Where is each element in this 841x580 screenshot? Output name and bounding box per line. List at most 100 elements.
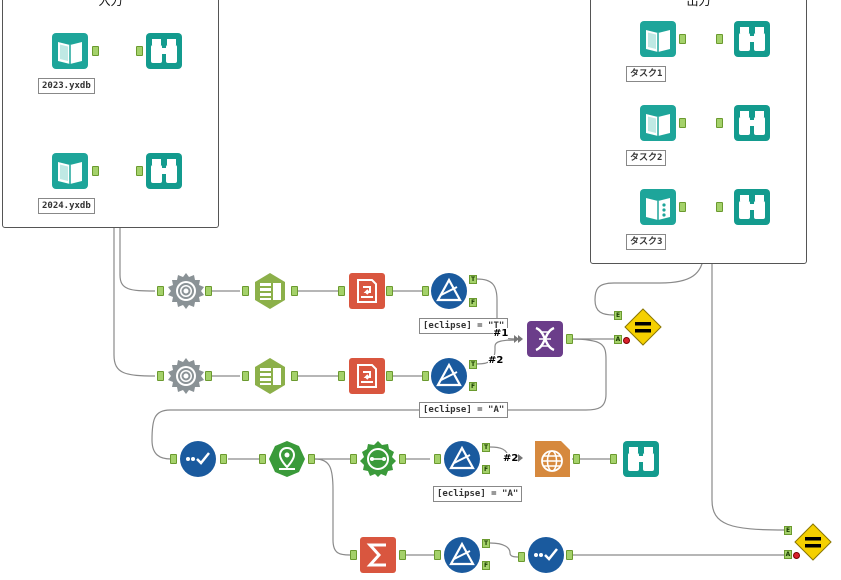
test-error-indicator: [793, 552, 800, 559]
browse-tool-task2[interactable]: [733, 104, 771, 142]
input-anchor[interactable]: [136, 166, 143, 176]
book-icon: [52, 33, 88, 69]
record-id-tool-2[interactable]: [167, 357, 205, 395]
browse-tool-2024[interactable]: [145, 152, 183, 190]
input-anchor[interactable]: [350, 454, 357, 464]
equals-diamond-icon: [624, 308, 662, 346]
browse-tool-report[interactable]: [622, 440, 660, 478]
input-anchor[interactable]: [136, 46, 143, 56]
browse-tool-task3[interactable]: [733, 188, 771, 226]
output-anchor[interactable]: [679, 118, 686, 128]
output-anchor[interactable]: [205, 371, 212, 381]
input-data-tool-task1[interactable]: [639, 20, 677, 58]
output-anchor[interactable]: [220, 454, 227, 464]
input-container-title: 入力: [98, 0, 123, 8]
text-to-columns-tool-2[interactable]: [348, 357, 386, 395]
output-anchor[interactable]: [92, 46, 99, 56]
true-anchor[interactable]: T: [482, 539, 490, 548]
input-anchor[interactable]: [259, 454, 266, 464]
input-data-tool-2023[interactable]: [51, 32, 89, 70]
filter-tool-4[interactable]: [443, 536, 481, 574]
filter-tool-1[interactable]: [430, 272, 468, 310]
output-anchor[interactable]: [205, 286, 212, 296]
distance-icon: [360, 441, 396, 477]
spatial-point-tool[interactable]: [268, 440, 306, 478]
input-container[interactable]: 入力: [2, 0, 219, 228]
select-tool-1[interactable]: [251, 272, 289, 310]
actual-anchor[interactable]: A: [614, 335, 622, 344]
output-anchor[interactable]: [291, 286, 298, 296]
input-data-tool-task2[interactable]: [639, 104, 677, 142]
input-anchor[interactable]: [350, 550, 357, 560]
test-error-indicator: [623, 337, 630, 344]
record-id-tool-1[interactable]: [167, 272, 205, 310]
false-anchor[interactable]: F: [469, 298, 477, 307]
actual-anchor[interactable]: A: [784, 550, 792, 559]
distance-tool[interactable]: [359, 440, 397, 478]
gear-swirl-icon: [168, 273, 204, 309]
true-anchor[interactable]: T: [482, 443, 490, 452]
sigma-icon: [360, 537, 396, 573]
select-tool-2[interactable]: [251, 357, 289, 395]
output-anchor[interactable]: [679, 202, 686, 212]
input-anchor[interactable]: [157, 286, 164, 296]
output-anchor[interactable]: [92, 166, 99, 176]
input-data-tool-2024[interactable]: [51, 152, 89, 190]
input-anchor[interactable]: [716, 202, 723, 212]
browse-tool-2023[interactable]: [145, 32, 183, 70]
input-anchor[interactable]: [422, 371, 429, 381]
false-anchor[interactable]: F: [469, 382, 477, 391]
input-anchor[interactable]: [242, 371, 249, 381]
input-anchor[interactable]: [434, 454, 441, 464]
output-container[interactable]: 出力: [590, 0, 807, 264]
list-select-icon: [255, 273, 285, 309]
binoculars-icon: [734, 21, 770, 57]
true-anchor[interactable]: T: [469, 275, 477, 284]
binoculars-icon: [623, 441, 659, 477]
input-anchor[interactable]: [434, 550, 441, 560]
true-anchor[interactable]: T: [469, 360, 477, 369]
input-anchor[interactable]: [157, 371, 164, 381]
input-anchor[interactable]: [242, 286, 249, 296]
input-anchor[interactable]: [610, 454, 617, 464]
text-to-columns-tool-1[interactable]: [348, 272, 386, 310]
output-anchor[interactable]: [291, 371, 298, 381]
filter-tool-2[interactable]: [430, 357, 468, 395]
false-anchor[interactable]: F: [482, 465, 490, 474]
output-anchor[interactable]: [573, 454, 580, 464]
output-anchor[interactable]: [566, 550, 573, 560]
output-anchor[interactable]: [399, 550, 406, 560]
input-anchor[interactable]: [716, 118, 723, 128]
output-anchor[interactable]: [399, 454, 406, 464]
test-tool-2[interactable]: [794, 523, 832, 561]
input-data-tool-task3[interactable]: [639, 188, 677, 226]
output-anchor[interactable]: [679, 34, 686, 44]
input-anchor[interactable]: [170, 454, 177, 464]
multi-row-formula-tool-2[interactable]: [527, 536, 565, 574]
book-list-icon: [640, 189, 676, 225]
input-anchor[interactable]: [716, 34, 723, 44]
output-anchor[interactable]: [386, 286, 393, 296]
filter-tool-3[interactable]: [443, 440, 481, 478]
summarize-tool[interactable]: [359, 536, 397, 574]
parse-icon: [349, 273, 385, 309]
multi-row-formula-tool-1[interactable]: [179, 440, 217, 478]
input-anchor[interactable]: [422, 286, 429, 296]
filter-triangle-icon: [431, 273, 467, 309]
false-anchor[interactable]: F: [482, 561, 490, 570]
input-anchor[interactable]: [338, 286, 345, 296]
output-anchor[interactable]: [308, 454, 315, 464]
expected-anchor[interactable]: E: [614, 311, 622, 320]
output-anchor[interactable]: [566, 334, 573, 344]
input-anchor[interactable]: [518, 552, 525, 562]
browse-tool-task1[interactable]: [733, 20, 771, 58]
expected-anchor[interactable]: E: [784, 526, 792, 535]
input-anchor[interactable]: [338, 371, 345, 381]
join-multiple-tool[interactable]: [526, 320, 564, 358]
report-map-tool[interactable]: [533, 440, 571, 478]
parse-icon: [349, 358, 385, 394]
annotation-filter-2: [eclipse] = "A": [419, 402, 509, 418]
output-anchor[interactable]: [386, 371, 393, 381]
test-tool-1[interactable]: [624, 308, 662, 346]
